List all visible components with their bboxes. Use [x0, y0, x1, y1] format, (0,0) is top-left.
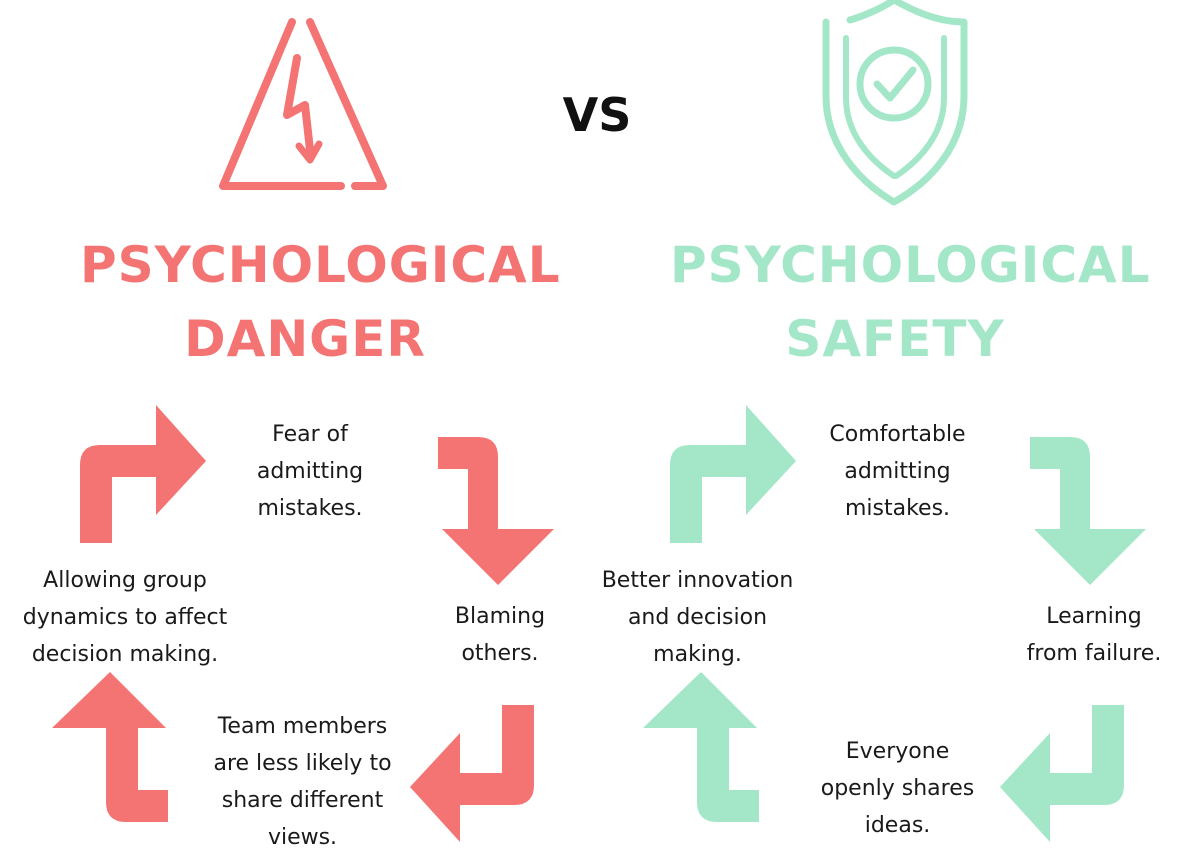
safety-step-bottom: Everyone openly shares ideas. — [820, 739, 975, 838]
safety-arrow-bottom-left — [643, 672, 759, 822]
safety-arrow-top-right — [1030, 437, 1146, 585]
safety-arrow-bottom-right — [1000, 705, 1124, 842]
safety-step-right: Learning from failure. — [1026, 604, 1162, 666]
danger-arrow-top-left — [80, 405, 206, 543]
danger-arrow-bottom-left — [52, 672, 168, 822]
warning-triangle-lightning-icon — [219, 18, 387, 190]
shield-check-icon — [822, 0, 968, 206]
danger-step-right: Blaming others. — [454, 604, 546, 666]
safety-title: PSYCHOLOGICAL SAFETY — [670, 236, 1151, 368]
danger-step-top: Fear of admitting mistakes. — [256, 422, 364, 521]
danger-arrow-top-right — [438, 437, 554, 585]
vs-label: VS — [562, 88, 632, 142]
danger-step-bottom: Team members are less likely to share di… — [213, 714, 392, 850]
safety-step-top: Comfortable admitting mistakes. — [829, 422, 966, 521]
safety-step-left: Better innovation and decision making. — [601, 568, 794, 667]
safety-arrow-top-left — [670, 405, 796, 543]
danger-arrow-bottom-right — [410, 705, 534, 842]
danger-step-left: Allowing group dynamics to affect decisi… — [22, 568, 228, 667]
danger-title: PSYCHOLOGICAL DANGER — [80, 236, 561, 368]
